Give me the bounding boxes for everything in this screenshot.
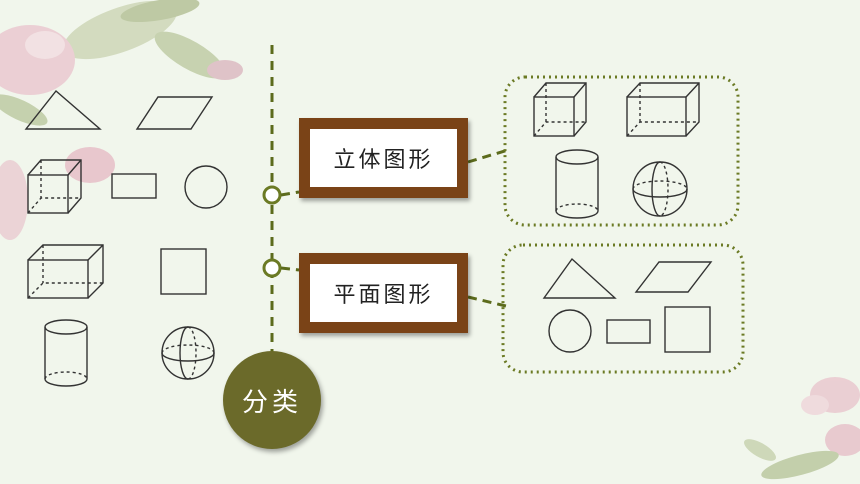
solid-cuboid-icon	[626, 82, 700, 137]
parallelogram-icon	[135, 96, 214, 130]
floral-decoration-top-left	[0, 0, 243, 240]
rectangle-icon	[111, 173, 157, 199]
square-icon	[160, 248, 207, 295]
root-category-circle: 分类	[223, 351, 321, 449]
solid-category-box: 立体图形	[299, 118, 468, 198]
branch-line-solid	[280, 190, 300, 197]
root-category-label: 分类	[241, 387, 302, 418]
plane-category-box: 平面图形	[299, 253, 468, 333]
sphere-icon	[161, 326, 215, 380]
solid-cube-icon	[533, 82, 587, 137]
solid-cylinder-icon	[555, 149, 599, 219]
branch-node-plane	[262, 258, 282, 278]
plane-circle-icon	[548, 309, 592, 353]
plane-triangle-icon	[542, 257, 617, 299]
solid-group-container	[503, 75, 740, 227]
plane-group-container	[501, 243, 745, 374]
plane-square-icon	[664, 306, 711, 353]
link-line-solid	[467, 148, 509, 164]
solid-category-label: 立体图形	[310, 129, 457, 187]
cuboid-icon	[27, 244, 104, 299]
solid-sphere-icon	[632, 161, 688, 217]
cube-icon	[27, 159, 82, 214]
triangle-icon	[24, 89, 102, 130]
plane-category-label: 平面图形	[310, 264, 457, 322]
plane-parallelogram-icon	[634, 261, 713, 293]
branch-node-solid	[262, 185, 282, 205]
link-line-plane	[467, 295, 507, 308]
branch-line-plane	[280, 266, 300, 272]
plane-rectangle-icon	[606, 319, 651, 344]
circle-icon	[184, 165, 228, 209]
floral-decoration-bottom-right	[744, 377, 860, 480]
cylinder-icon	[44, 319, 88, 387]
